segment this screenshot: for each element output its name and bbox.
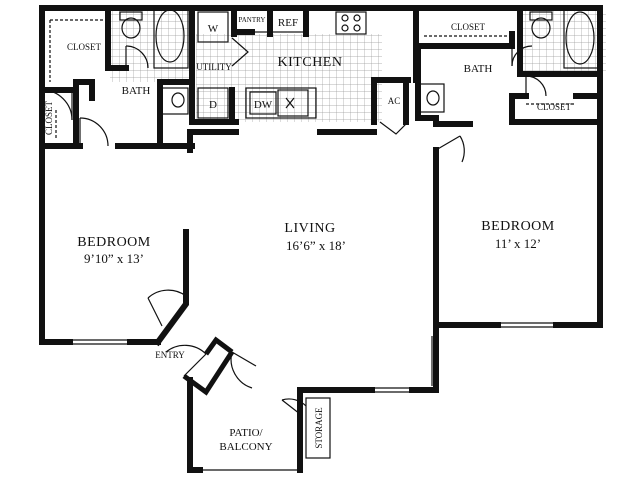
utility-label: UTILITY [196, 62, 232, 72]
dishwasher-label: DW [254, 99, 273, 111]
bedroom-left-name: BEDROOM [77, 235, 151, 250]
pantry-label: PANTRY [239, 16, 266, 24]
thin-details [39, 7, 599, 471]
bedroom-right-name: BEDROOM [481, 219, 555, 234]
washer-label: W [208, 23, 219, 35]
patio-label-line1: PATIO/ [229, 427, 263, 439]
ac-label: AC [388, 96, 401, 106]
bedroom-right-dims: 11’ x 12’ [495, 236, 541, 251]
closet-right-label: CLOSET [537, 102, 572, 112]
closet-top-left-label: CLOSET [67, 42, 102, 52]
kitchen-label: KITCHEN [278, 55, 343, 70]
storage-label: STORAGE [314, 407, 324, 449]
walls [39, 5, 603, 473]
bath-right-label: BATH [464, 63, 493, 75]
entry-label: ENTRY [155, 350, 185, 360]
closet-top-right-label: CLOSET [451, 22, 486, 32]
bath-left-label: BATH [122, 85, 151, 97]
living-name: LIVING [284, 221, 335, 236]
living-dims: 16’6” x 18’ [286, 238, 346, 253]
closet-side-left-label: CLOSET [44, 101, 54, 136]
dryer-label: D [209, 99, 217, 111]
patio-label-line2: BALCONY [219, 441, 272, 453]
ref-label: REF [278, 17, 298, 29]
bedroom-left-dims: 9’10” x 13’ [84, 251, 144, 266]
tile-floors [110, 10, 606, 122]
